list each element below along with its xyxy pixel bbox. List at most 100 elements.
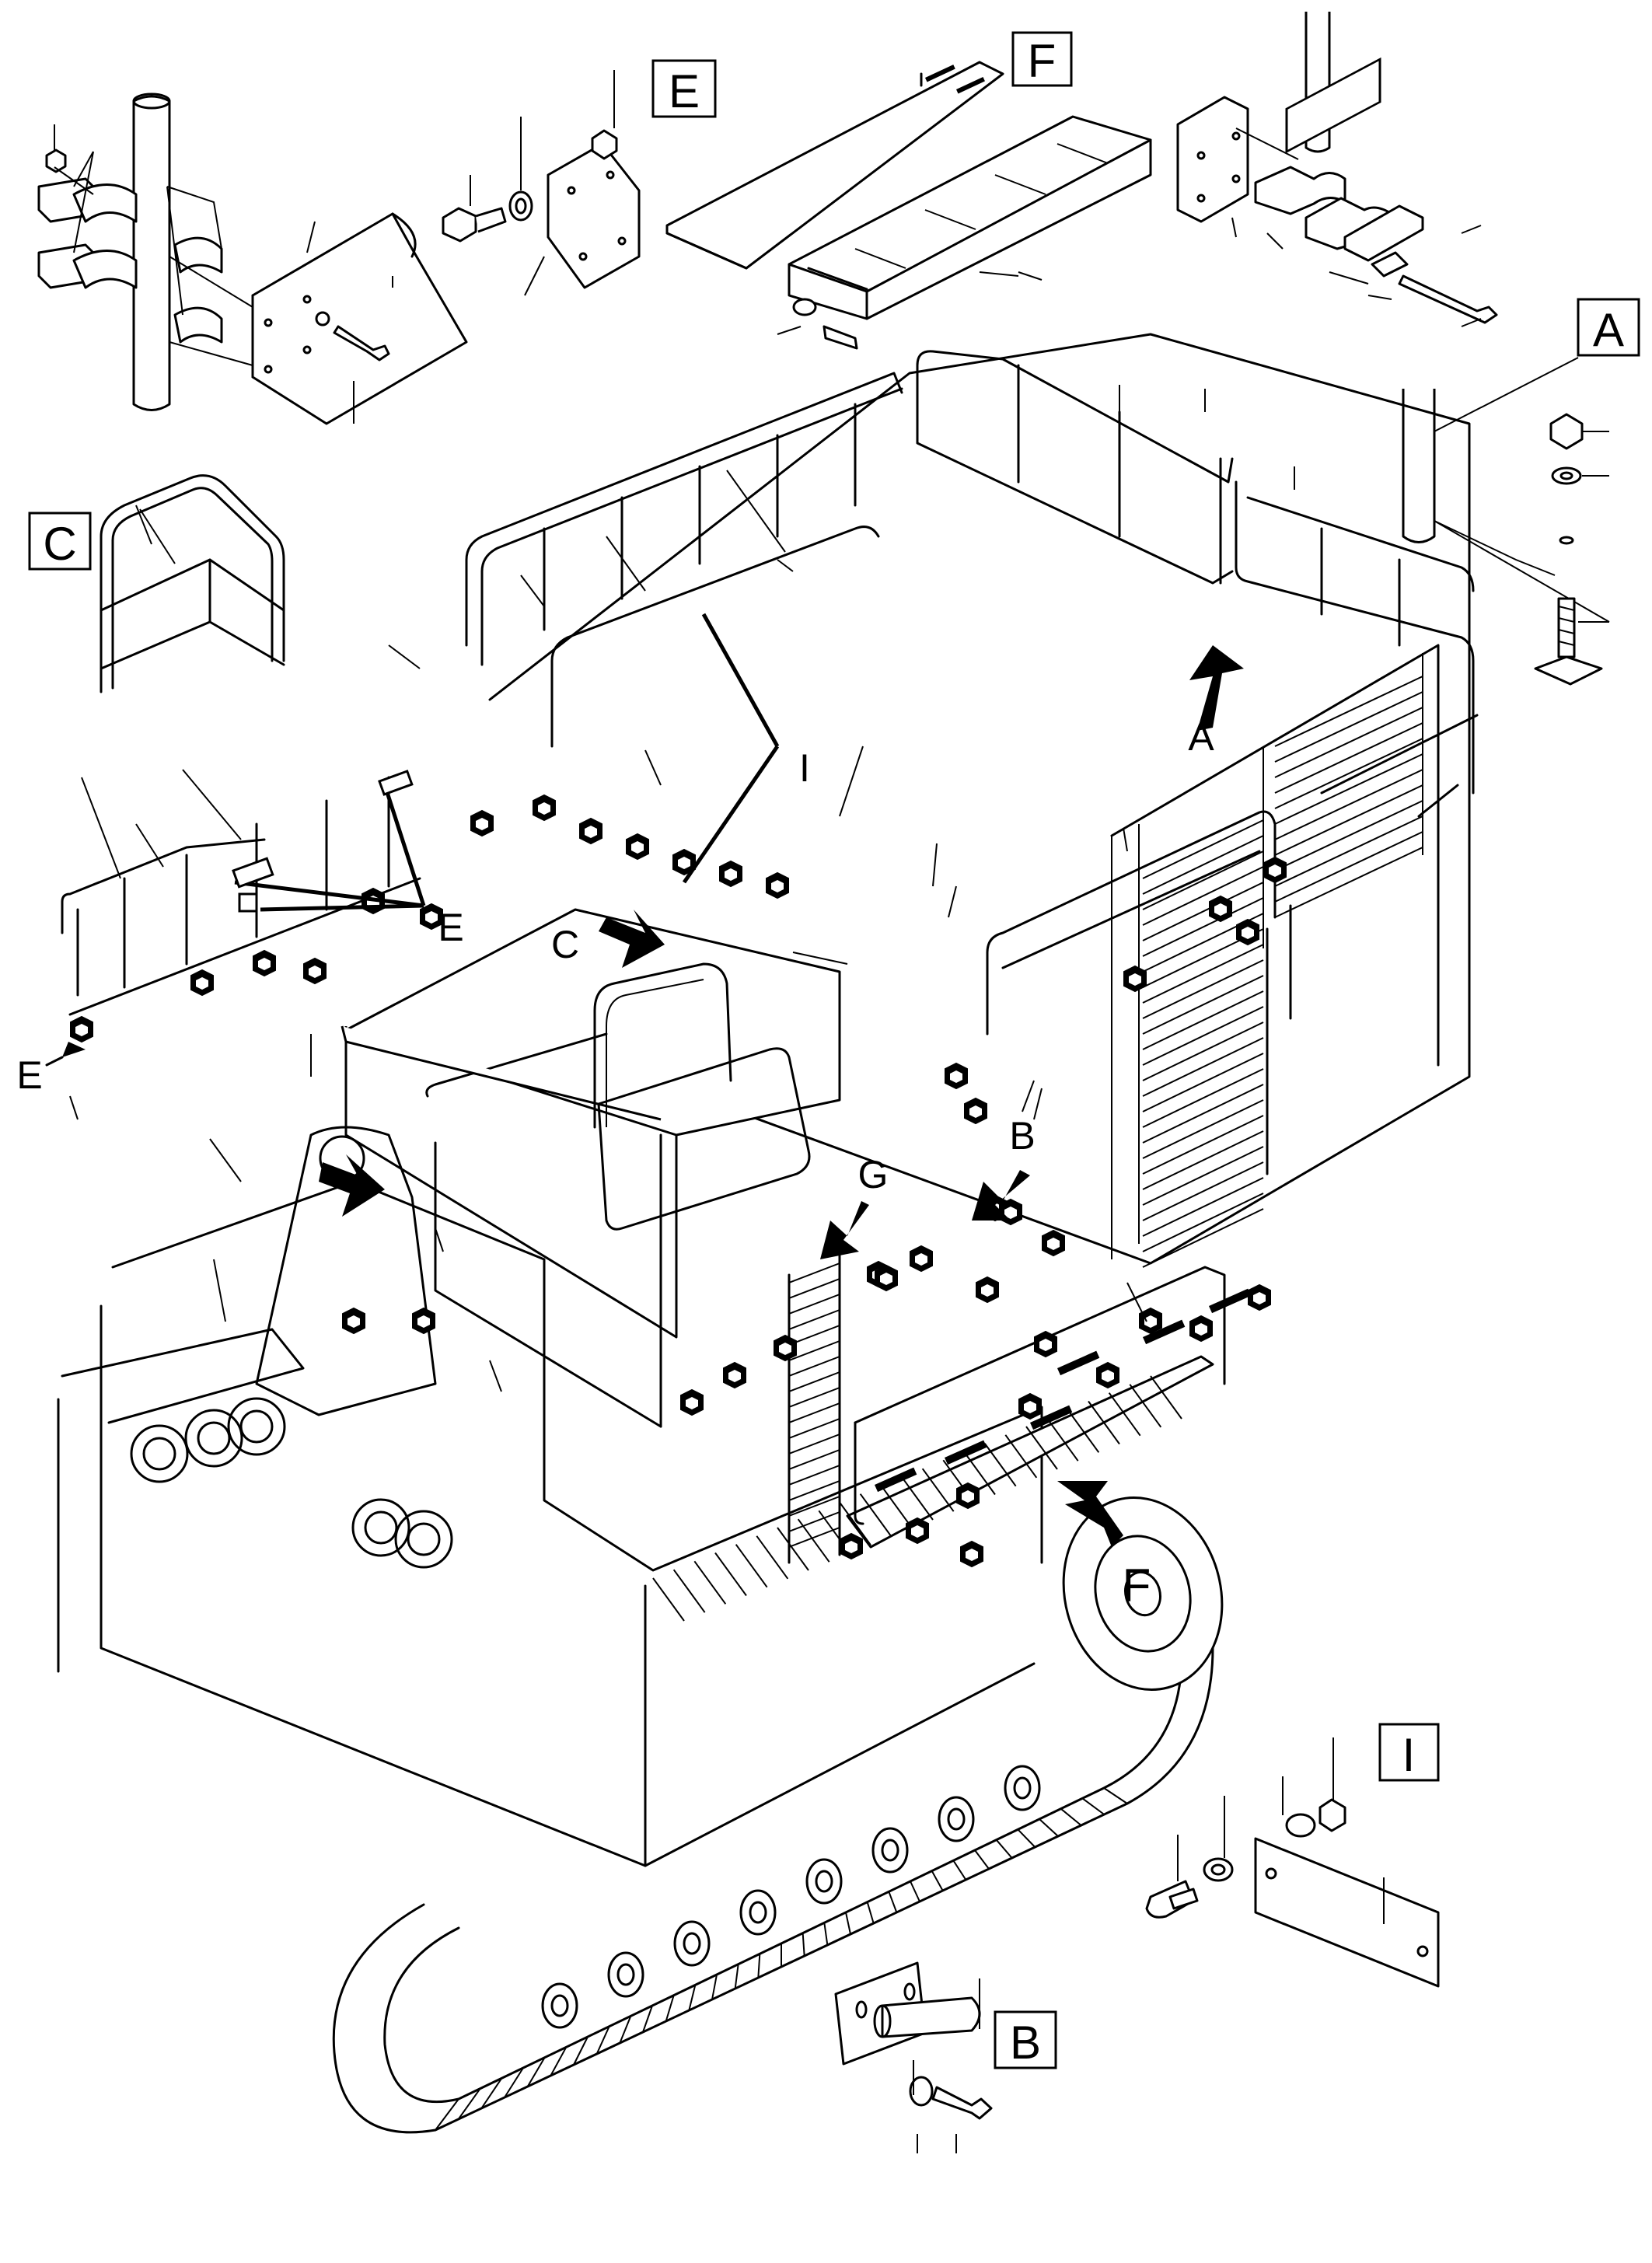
clip-fastener — [1209, 895, 1232, 923]
louvre-line — [1142, 1068, 1264, 1128]
clip-fastener — [999, 1198, 1022, 1226]
ladder-rung — [788, 1527, 840, 1548]
marker-a: A — [1188, 715, 1214, 759]
detail-e-bolt-plate — [442, 70, 641, 289]
in-drawing-markers: A C I E E G B F — [16, 715, 1214, 1612]
track-link — [823, 1923, 829, 1946]
track-roller — [1004, 1765, 1041, 1811]
track-link — [952, 1860, 967, 1881]
track-link — [457, 2088, 481, 2120]
track-link — [1046, 1417, 1079, 1462]
louvre-line — [1142, 1161, 1264, 1221]
track-link — [526, 2057, 546, 2087]
crawler-tracks — [57, 1328, 1224, 2134]
clip-fastener — [470, 809, 494, 837]
detail-c-corner-rail — [100, 474, 285, 693]
track-link — [652, 1577, 685, 1622]
ladder-rung — [788, 1340, 840, 1361]
ladder-rung — [788, 1387, 840, 1408]
track-link — [1088, 1400, 1120, 1445]
louvre-line — [1142, 1130, 1264, 1190]
ladder-rung — [788, 1294, 840, 1315]
track-roller-hub — [947, 1807, 966, 1831]
track-link — [573, 2036, 589, 2066]
rail-mounting-clips — [70, 794, 1287, 1568]
louvre-line — [1274, 738, 1423, 809]
louvre-line — [1142, 1146, 1264, 1206]
ladder-rung — [788, 1480, 840, 1501]
track-roller-hub — [550, 1994, 569, 2017]
track-link — [866, 1902, 875, 1924]
track-roller — [938, 1796, 975, 1842]
track-link — [963, 1451, 996, 1496]
clip-fastener — [840, 1532, 863, 1560]
track-roller-hub — [616, 1963, 635, 1986]
clip-fastener — [960, 1540, 983, 1568]
clip-fastener — [956, 1482, 980, 1510]
marker-g: G — [858, 1153, 889, 1196]
track-link — [642, 2005, 653, 2033]
clip-fastener — [672, 848, 696, 876]
tread-mark — [1029, 1405, 1073, 1430]
clip-fastener — [1189, 1315, 1213, 1343]
track-link — [435, 2098, 459, 2131]
track-link — [1025, 1426, 1058, 1470]
clip-fastener — [680, 1388, 704, 1416]
track-link — [888, 1891, 898, 1913]
marker-f: F — [1123, 1559, 1151, 1612]
louvre-line — [1274, 847, 1423, 918]
track-link — [714, 1552, 747, 1597]
track-link — [1081, 1797, 1105, 1815]
track-link — [619, 2015, 632, 2044]
louvre-line — [1142, 975, 1264, 1035]
louvre-line — [1142, 1021, 1264, 1081]
ladder-rung — [788, 1278, 840, 1299]
track-link — [1039, 1818, 1059, 1837]
clip-fastener — [1139, 1307, 1162, 1335]
clip-fastener — [1248, 1283, 1271, 1311]
louvre-line — [1274, 800, 1423, 871]
louvre-line — [1142, 866, 1264, 926]
track-link — [504, 2067, 524, 2098]
tread-mark — [875, 1467, 917, 1493]
track-roller — [739, 1889, 777, 1936]
callout-b-label: B — [1010, 2017, 1041, 2069]
louvre-line — [1142, 1208, 1264, 1268]
track-link — [480, 2077, 503, 2109]
track-link — [777, 1527, 809, 1571]
track-link — [1129, 1384, 1162, 1428]
track-link — [1150, 1375, 1182, 1420]
callout-a-label: A — [1593, 304, 1624, 356]
track-link — [550, 2046, 568, 2076]
callout-lines — [234, 613, 780, 912]
clip-fastener — [420, 903, 443, 931]
ladder-rung — [788, 1511, 840, 1532]
clip-fastener — [626, 833, 649, 861]
track-link — [1060, 1807, 1082, 1826]
clip-fastener — [1034, 1330, 1057, 1358]
louvre-line — [1274, 707, 1423, 778]
leader-lines — [69, 256, 1295, 1392]
clip-fastener — [1263, 856, 1287, 884]
track-link — [693, 1560, 727, 1605]
louvre-line — [1142, 1177, 1264, 1237]
track-link — [839, 1501, 871, 1546]
clip-fastener — [412, 1307, 435, 1335]
track-link — [1108, 1392, 1141, 1437]
callout-rect-markers — [232, 770, 414, 913]
track-link — [931, 1870, 944, 1891]
clip-fastener — [342, 1307, 365, 1335]
track-link — [802, 1933, 805, 1957]
track-link — [901, 1476, 934, 1521]
track-roller-hub — [815, 1870, 833, 1893]
louvre-line — [1274, 722, 1423, 794]
track-link — [1017, 1828, 1036, 1848]
clip-fastener — [875, 1264, 898, 1292]
marker-b: B — [1009, 1114, 1035, 1158]
louvre-line — [1142, 1084, 1264, 1144]
ladder-rung — [788, 1402, 840, 1423]
marker-c: C — [551, 923, 579, 966]
clip-fastener — [70, 1015, 93, 1043]
clip-fastener — [774, 1334, 797, 1362]
